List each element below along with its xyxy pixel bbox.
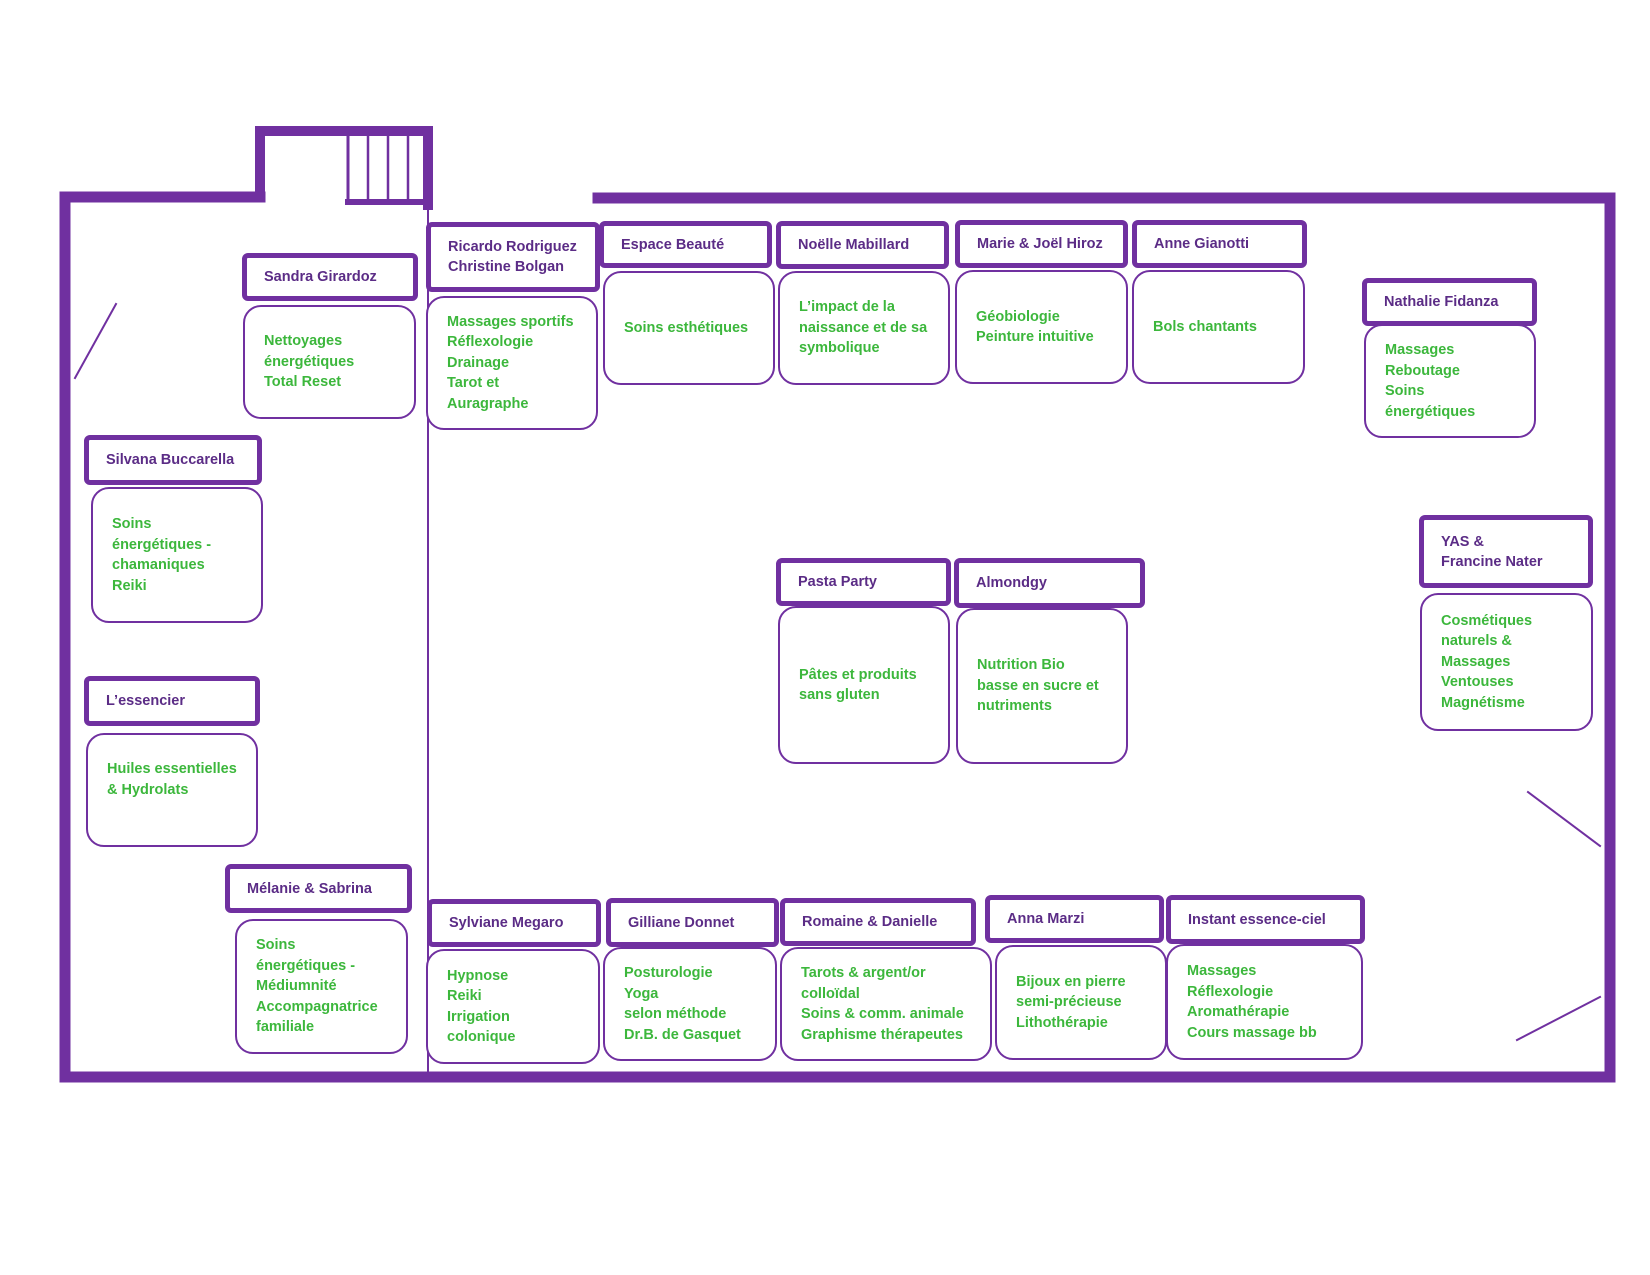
stand-sylviane-name: Sylviane Megaro [427,899,601,947]
stand-name-text: YAS & Francine Nater [1441,533,1543,570]
stand-name-text: Sandra Girardoz [264,269,377,285]
stand-essencier-desc: Huiles essentielles & Hydrolats [86,733,258,847]
stand-name-text: Instant essence-ciel [1188,911,1326,928]
stand-ricardo-name: Ricardo Rodriguez Christine Bolgan [426,222,600,292]
stand-gilliane-desc: Posturologie Yoga selon méthode Dr.B. de… [603,947,777,1061]
stand-almondgy-name: Almondgy [954,558,1145,608]
stand-desc-text: Bols chantants [1153,318,1257,335]
stand-pasta-desc: Pâtes et produits sans gluten [778,606,950,764]
stand-silvana-name: Silvana Buccarella [84,435,262,485]
stand-name-text: Noëlle Mabillard [798,237,910,253]
stand-name-text: Pasta Party [798,574,877,590]
stand-ricardo-desc: Massages sportifs Réflexologie Drainage … [426,296,598,430]
stand-marie-desc: Géobiologie Peinture intuitive [955,270,1128,384]
stand-name-text: Sylviane Megaro [449,915,564,931]
outer-wall [59,191,1616,1083]
stand-desc-text: L’impact de la naissance et de sa symbol… [799,299,928,357]
stand-sandra-desc: Nettoyages énergétiques Total Reset [243,305,416,419]
stand-name-text: Anna Marzi [1007,911,1085,927]
stand-nathalie-name: Nathalie Fidanza [1362,278,1537,326]
entrance-alcove-wall [255,126,433,210]
stand-espace-desc: Soins esthétiques [603,271,775,385]
stand-nathalie-desc: Massages Reboutage Soins énergétiques [1364,324,1536,438]
stand-romaine-name: Romaine & Danielle [780,898,976,946]
stand-desc-text: Posturologie Yoga selon méthode Dr.B. de… [624,965,741,1043]
stand-name-text: Ricardo Rodriguez Christine Bolgan [448,239,577,275]
stand-gilliane-name: Gilliane Donnet [606,898,779,947]
stand-melanie-name: Mélanie & Sabrina [225,864,412,913]
stand-romaine-desc: Tarots & argent/or colloïdal Soins & com… [780,947,992,1061]
stand-almondgy-desc: Nutrition Bio basse en sucre et nutrimen… [956,608,1128,764]
stand-noelle-desc: L’impact de la naissance et de sa symbol… [778,271,950,385]
stand-pasta-name: Pasta Party [776,558,951,606]
stand-desc-text: Nutrition Bio basse en sucre et nutrimen… [977,657,1099,715]
stand-name-text: Nathalie Fidanza [1384,294,1499,310]
stand-desc-text: Cosmétiques naturels & Massages Ventouse… [1441,612,1533,711]
stand-name-text: Marie & Joël Hiroz [977,236,1103,252]
stand-name-text: L’essencier [106,693,185,709]
stand-anne-name: Anne Gianotti [1132,220,1307,268]
stand-name-text: Gilliane Donnet [628,914,735,931]
stand-instant-desc: Massages Réflexologie Aromathérapie Cour… [1166,944,1363,1060]
stand-instant-name: Instant essence-ciel [1166,895,1365,944]
stand-anna-name: Anna Marzi [985,895,1164,943]
stand-silvana-desc: Soins énergétiques - chamaniques Reiki [91,487,263,623]
stand-desc-text: Massages Reboutage Soins énergétiques [1385,342,1476,420]
stand-sandra-name: Sandra Girardoz [242,253,418,301]
door-swing-left [73,302,118,380]
stand-name-text: Anne Gianotti [1154,236,1250,252]
stand-marie-name: Marie & Joël Hiroz [955,220,1128,268]
stand-name-text: Espace Beauté [621,236,725,253]
stand-yas-desc: Cosmétiques naturels & Massages Ventouse… [1420,593,1593,731]
stand-desc-text: Géobiologie Peinture intuitive [976,308,1094,346]
stand-anna-desc: Bijoux en pierre semi-précieuse Lithothé… [995,945,1167,1060]
door-swing-right-lower [1515,995,1602,1042]
stand-name-text: Silvana Buccarella [106,452,235,468]
stand-essencier-name: L’essencier [84,676,260,726]
stand-noelle-name: Noëlle Mabillard [776,221,949,269]
stand-sylviane-desc: Hypnose Reiki Irrigation colonique [426,949,600,1064]
stand-name-text: Almondgy [976,575,1047,591]
stand-desc-text: Pâtes et produits sans gluten [799,666,917,704]
stand-yas-name: YAS & Francine Nater [1419,515,1593,588]
stand-espace-name: Espace Beauté [599,221,772,268]
stand-anne-desc: Bols chantants [1132,270,1305,384]
door-swing-right-upper [1526,790,1602,848]
stand-desc-text: Tarots & argent/or colloïdal Soins & com… [801,965,964,1043]
stand-desc-text: Soins énergétiques - chamaniques Reiki [112,516,212,594]
stand-name-text: Romaine & Danielle [802,914,938,930]
stand-desc-text: Hypnose Reiki Irrigation colonique [447,967,516,1046]
stand-desc-text: Massages Réflexologie Aromathérapie Cour… [1187,963,1317,1041]
stand-desc-text: Massages sportifs Réflexologie Drainage … [447,313,574,412]
stand-desc-text: Soins énergétiques - Médiumnité Accompag… [256,937,378,1036]
stand-desc-text: Soins esthétiques [624,319,749,336]
stand-melanie-desc: Soins énergétiques - Médiumnité Accompag… [235,919,408,1054]
stand-desc-text: Bijoux en pierre semi-précieuse Lithothé… [1016,973,1126,1031]
stand-desc-text: Nettoyages énergétiques Total Reset [264,333,355,391]
stand-name-text: Mélanie & Sabrina [247,880,372,897]
stand-desc-text: Huiles essentielles & Hydrolats [107,761,237,798]
